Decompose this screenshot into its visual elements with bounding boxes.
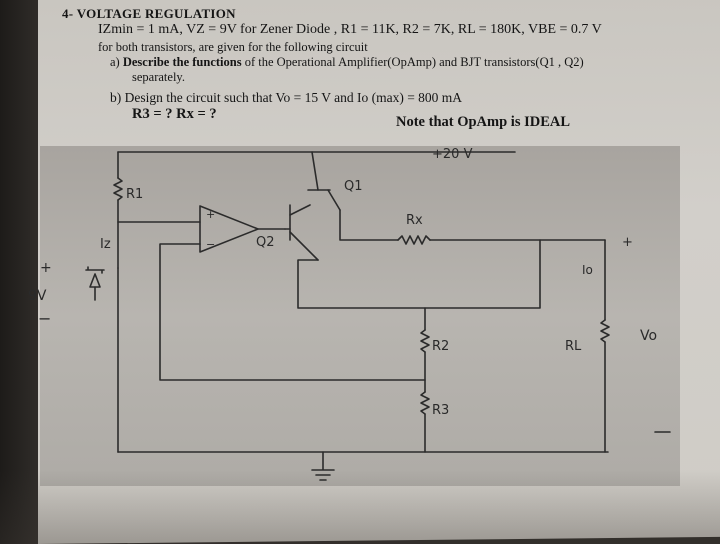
q2-collector [289,204,311,216]
q2-label: Q2 [256,235,275,250]
rl-label: RL [565,339,582,354]
given-values-continued: for both transistors, are given for the … [98,40,368,54]
vo-label: Vo [640,328,657,344]
opamp-minus-label: − [206,238,215,251]
out-plus-label: + [622,235,633,250]
io-label: Io [582,263,593,277]
ground-symbol [311,451,335,481]
opamp-plus-label: + [206,208,215,221]
rx-label: Rx [406,213,423,228]
r3-label: R3 [432,403,449,418]
iz-label: Iz [100,237,111,252]
rl-resistor [600,319,610,343]
part-a-label: a) [110,55,120,69]
part-a-rest: of the Operational Amplifier(OpAmp) and … [244,55,584,69]
r1-label: R1 [126,187,143,202]
source-minus-label: − [38,309,51,328]
opamp-minus-wire [159,243,426,381]
paper-shadow [0,470,720,544]
given-values: IZmin = 1 mA, VZ = 9V for Zener Diode , … [98,22,602,37]
source-value-label: 9V [28,288,47,304]
q1-collector [311,151,319,191]
zener-diode [85,266,105,288]
r2-label: R2 [432,339,449,354]
ideal-opamp-note: Note that OpAmp is IDEAL [396,114,571,130]
part-a-bold: Describe the functions [122,55,242,69]
q1-to-rx-wire [339,209,399,241]
part-b: b) Design the circuit such that Vo = 15 … [110,90,463,105]
opamp-triangle [199,205,259,253]
q2-emitter-wire [297,239,541,309]
rx-resistor [397,235,431,245]
q2-emitter [289,231,319,261]
part-a-line2: separately. [132,70,185,84]
r2-resistor [420,329,430,353]
part-a: a) Describe the functions of the Operati… [110,55,584,70]
question-title: 4- VOLTAGE REGULATION [62,6,236,21]
supply-label: +20 V [432,147,473,162]
diagram-area [40,146,680,486]
source-plus-label: + [40,260,52,276]
r3-resistor [420,391,430,415]
q1-label: Q1 [344,179,363,194]
part-b-unknowns: R3 = ? Rx = ? [132,106,217,122]
q1-emitter [327,189,341,211]
r1-resistor [113,177,123,201]
